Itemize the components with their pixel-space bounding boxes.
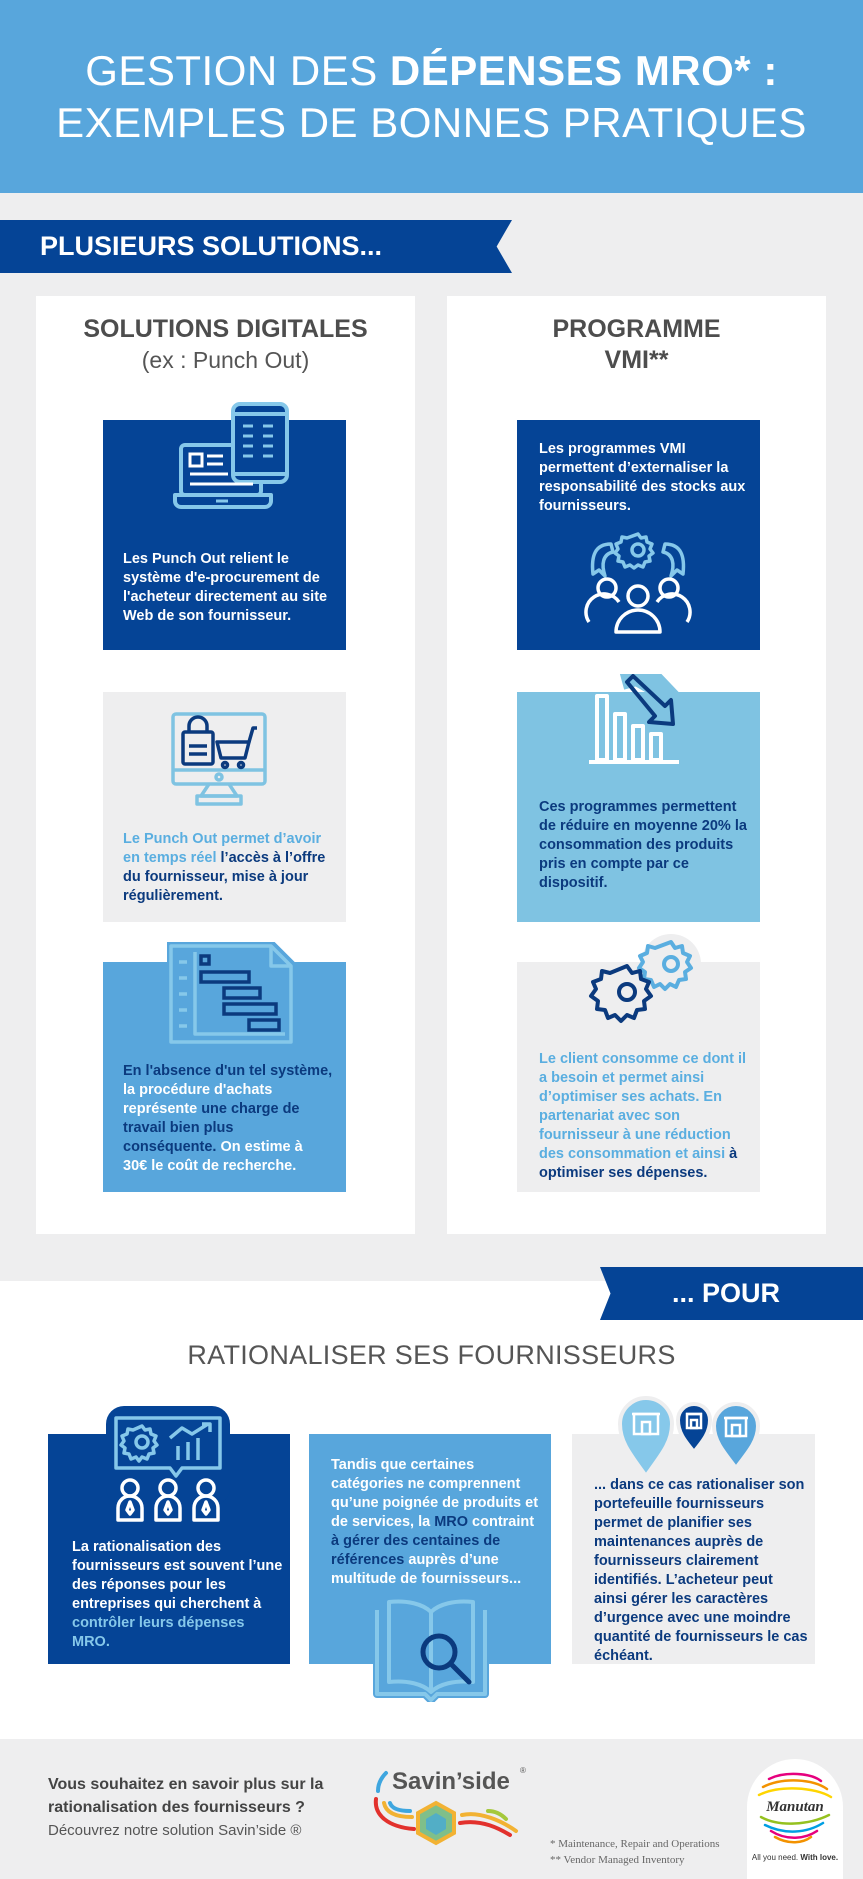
laptop-phone-icon <box>173 402 291 517</box>
footer-question-line2: rationalisation des fournisseurs ? <box>48 1799 305 1816</box>
punchout-realtime-box: Le Punch Out permet d’avoir en temps rée… <box>103 692 346 922</box>
punchout-description: Les Punch Out relient le système d'e-pro… <box>123 551 328 624</box>
vmi-program-card: PROGRAMME VMI** Les programmes VMI perme… <box>447 296 826 1234</box>
declining-bar-chart-icon <box>585 660 695 775</box>
footer-question-line1: Vous souhaitez en savoir plus sur la <box>48 1776 324 1793</box>
solutions-banner: PLUSIEURS SOLUTIONS... <box>0 220 512 273</box>
portfolio-box: ... dans ce cas rationaliser son portefe… <box>572 1396 815 1664</box>
page-header: GESTION DES DÉPENSES MRO* : EXEMPLES DE … <box>0 0 863 193</box>
page-title-line2: EXEMPLES DE BONNES PRATIQUES <box>56 98 807 146</box>
vmi-optimise-box: Le client consomme ce dont il a besoin e… <box>517 934 760 1192</box>
svg-text:Savin’side: Savin’side <box>392 1768 510 1795</box>
svg-text:Manutan: Manutan <box>765 1799 824 1815</box>
footnote-vmi: ** Vendor Managed Inventory <box>550 1854 685 1866</box>
footer-cta: Vous souhaitez en savoir plus sur la rat… <box>48 1773 348 1842</box>
manutan-logo[interactable]: Manutan All you need. With love. <box>747 1759 843 1879</box>
monitor-shopping-icon <box>169 712 269 813</box>
footer-discover-link[interactable]: Découvrez notre solution Savin’side ® <box>48 1822 302 1839</box>
punchout-info-box: Les Punch Out relient le système d'e-pro… <box>103 402 346 650</box>
vmi-title-line2: VMI** <box>604 346 669 374</box>
mro-complexity-box: Tandis que certaines catégories ne compr… <box>309 1434 551 1704</box>
rationalisation-text: La rationalisation des fournisseurs est … <box>72 1539 283 1650</box>
no-system-cost-text: En l'absence d'un tel système, la procéd… <box>123 1063 333 1174</box>
team-analytics-icon <box>112 1414 224 1529</box>
vmi-outsourcing-box: Les programmes VMI permettent d’external… <box>517 420 760 650</box>
rationalise-title: RATIONALISER SES FOURNISSEURS <box>187 1340 676 1370</box>
vmi-optimise-text: Le client consomme ce dont il a besoin e… <box>539 1051 747 1181</box>
digital-solutions-card: SOLUTIONS DIGITALES (ex : Punch Out) <box>36 296 415 1234</box>
savinside-logo[interactable]: Savin’side ® <box>370 1759 530 1859</box>
footnotes: * Maintenance, Repair and Operations ** … <box>550 1836 720 1868</box>
mro-complexity-text: Tandis que certaines catégories ne compr… <box>331 1457 539 1587</box>
rationalisation-box: La rationalisation des fournisseurs est … <box>48 1406 290 1664</box>
punchout-realtime-text: Le Punch Out permet d’avoir en temps rée… <box>123 831 326 904</box>
page-title-line1: GESTION DES DÉPENSES MRO* : <box>85 46 778 94</box>
vmi-outsourcing-text: Les programmes VMI permettent d’external… <box>539 441 746 514</box>
svg-text:®: ® <box>520 1766 526 1775</box>
vmi-title-line1: PROGRAMME <box>552 315 721 343</box>
portfolio-text: ... dans ce cas rationaliser son portefe… <box>594 1477 808 1664</box>
digital-solutions-title: SOLUTIONS DIGITALES <box>83 315 368 343</box>
vmi-reduction-text: Ces programmes permettent de réduire en … <box>539 799 747 891</box>
gantt-document-icon <box>165 940 297 1051</box>
gears-icon <box>587 932 707 1037</box>
manutan-tagline: All you need. With love. <box>751 1853 839 1862</box>
vmi-reduction-box: Ces programmes permettent de réduire en … <box>517 660 760 922</box>
footnote-mro: * Maintenance, Repair and Operations <box>550 1838 720 1850</box>
footer: Vous souhaitez en savoir plus sur la rat… <box>0 1739 863 1879</box>
store-pins-icon <box>612 1390 762 1485</box>
team-gear-icon <box>583 530 693 641</box>
pour-banner: ... POUR <box>600 1267 863 1320</box>
book-search-icon <box>371 1598 491 1707</box>
no-system-cost-box: En l'absence d'un tel système, la procéd… <box>103 940 346 1192</box>
digital-solutions-subtitle: (ex : Punch Out) <box>141 347 310 373</box>
